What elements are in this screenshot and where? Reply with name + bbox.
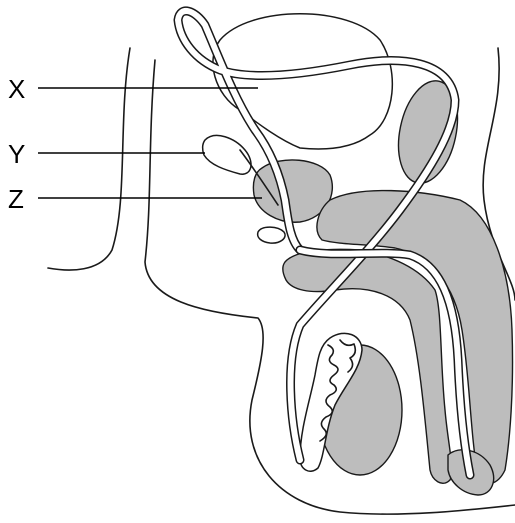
label-y: Y xyxy=(8,139,25,169)
bladder xyxy=(213,14,392,149)
abdominal-wall-outline xyxy=(48,48,130,270)
bulbourethral-gland xyxy=(258,227,285,243)
label-z: Z xyxy=(8,184,24,214)
label-x: X xyxy=(8,74,25,104)
